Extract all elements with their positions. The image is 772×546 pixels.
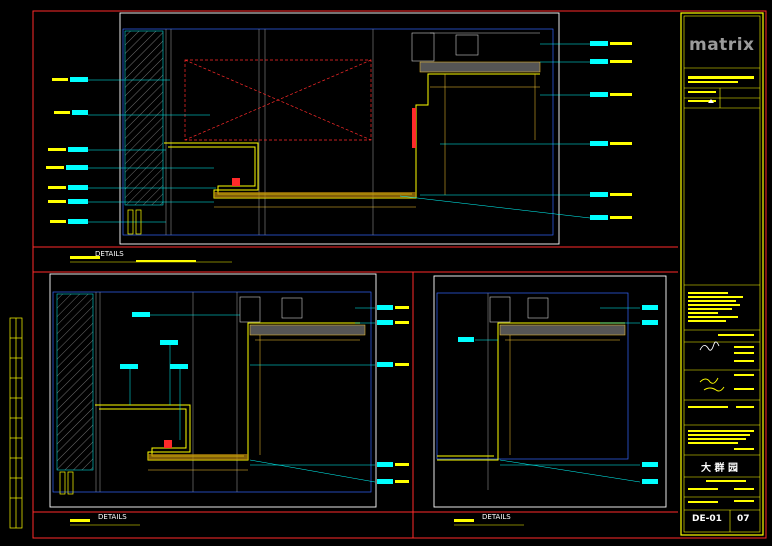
sheet-frame: [32, 10, 767, 539]
marker-icon: [708, 99, 714, 103]
company-name: 大 群 园: [701, 463, 738, 474]
drawing-number: DE-01: [692, 514, 722, 524]
margin-scale: [9, 317, 23, 529]
signature-icon: [699, 377, 725, 392]
detail-2-title: DETAILS: [98, 513, 127, 521]
detail-1: [46, 12, 632, 263]
company-logo: matrix: [689, 35, 755, 55]
detail-1-title: DETAILS: [95, 250, 124, 258]
detail-3: [433, 275, 667, 526]
signature-icon: [699, 341, 720, 351]
detail-3-title: DETAILS: [482, 513, 511, 521]
detail-2: [49, 273, 409, 526]
title-block: [680, 12, 764, 536]
sheet-number: 07: [737, 514, 750, 524]
